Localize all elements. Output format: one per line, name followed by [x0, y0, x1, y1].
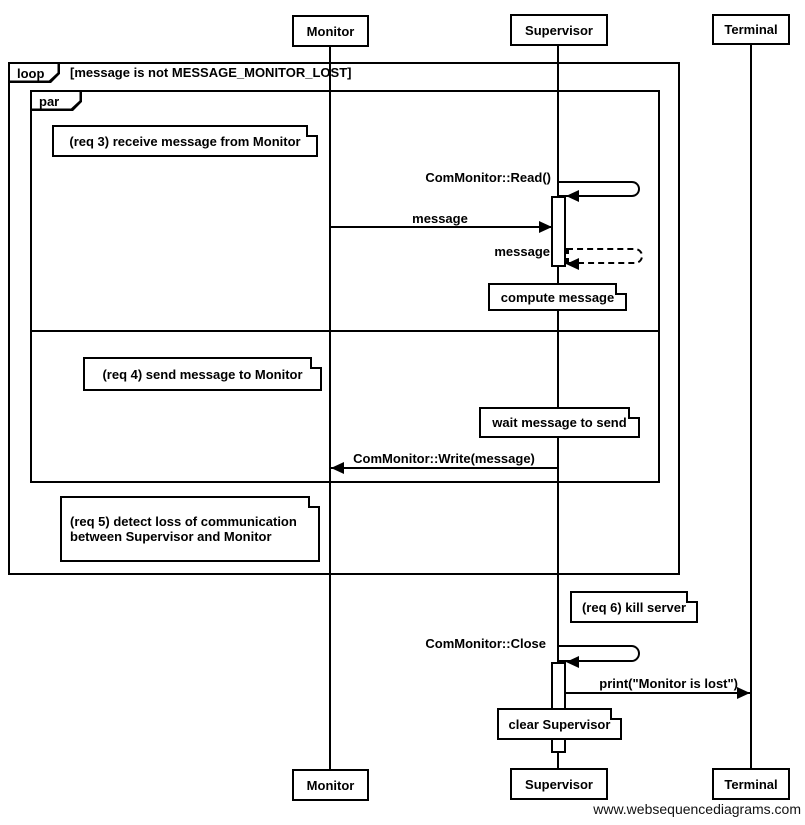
note-fold-icon: [310, 357, 322, 369]
note-wait-text: wait message to send: [492, 415, 627, 430]
read-selfcall-loop: [557, 181, 640, 197]
participant-supervisor-top-label: Supervisor: [525, 22, 593, 38]
note-req4: (req 4) send message to Monitor: [83, 357, 322, 391]
message-return-arrowhead: [566, 258, 579, 270]
print-label: print("Monitor is lost"): [599, 676, 738, 691]
note-fold-icon: [308, 496, 320, 508]
close-return-arrowhead: [566, 656, 579, 668]
print-line: [566, 692, 750, 694]
participant-terminal-bottom-label: Terminal: [724, 776, 778, 792]
participant-terminal-top: Terminal: [712, 14, 790, 45]
participant-monitor-bottom-label: Monitor: [306, 777, 355, 793]
close-selfcall-loop: [557, 645, 640, 662]
print-arrowhead: [737, 687, 750, 699]
note-req3-text: (req 3) receive message from Monitor: [69, 133, 301, 149]
note-fold-icon: [306, 125, 318, 137]
write-label: ComMonitor::Write(message): [353, 451, 535, 466]
note-req5: (req 5) detect loss of communication bet…: [60, 496, 320, 562]
message-return-selfcall-loop: [566, 248, 643, 264]
par-section-divider: [32, 330, 658, 332]
note-fold-icon: [686, 591, 698, 603]
loop-fragment-tab: loop: [10, 64, 60, 83]
note-req4-text: (req 4) send message to Monitor: [102, 366, 303, 382]
par-tab-fill: [32, 92, 80, 109]
note-req6: (req 6) kill server: [570, 591, 698, 623]
loop-fragment: [8, 62, 680, 575]
loop-tab-fill: [10, 64, 58, 81]
watermark: www.websequencediagrams.com: [593, 801, 801, 817]
note-req3: (req 3) receive message from Monitor: [52, 125, 318, 157]
terminal-lifeline: [750, 45, 752, 768]
close-selfcall-label: ComMonitor::Close: [425, 636, 546, 651]
note-clear-text: clear Supervisor: [508, 716, 611, 732]
par-fragment: [30, 90, 660, 483]
participant-supervisor-bottom: Supervisor: [510, 768, 608, 800]
message-in-label: message: [412, 211, 468, 226]
participant-terminal-bottom: Terminal: [712, 768, 790, 800]
note-req5-text: (req 5) detect loss of communication bet…: [70, 514, 297, 544]
note-req6-text: (req 6) kill server: [581, 599, 687, 615]
par-label: par: [39, 94, 60, 109]
note-fold-icon: [615, 283, 627, 295]
write-arrowhead: [331, 462, 344, 474]
participant-terminal-top-label: Terminal: [724, 22, 778, 37]
message-return-label: message: [494, 244, 550, 259]
note-compute: compute message: [488, 283, 627, 311]
participant-monitor-top: Monitor: [292, 15, 369, 47]
note-clear: clear Supervisor: [497, 708, 622, 740]
loop-label: loop: [17, 66, 45, 81]
monitor-lifeline: [329, 47, 331, 769]
read-return-arrowhead: [566, 190, 579, 202]
note-wait: wait message to send: [479, 407, 640, 438]
participant-monitor-bottom: Monitor: [292, 769, 369, 801]
par-fragment-tab: par: [32, 92, 82, 111]
participant-supervisor-bottom-label: Supervisor: [525, 776, 593, 792]
note-fold-icon: [628, 407, 640, 419]
read-selfcall-label: ComMonitor::Read(): [425, 170, 551, 185]
note-fold-icon: [610, 708, 622, 720]
participant-monitor-top-label: Monitor: [306, 23, 355, 39]
loop-guard-text: [message is not MESSAGE_MONITOR_LOST]: [70, 65, 352, 80]
note-compute-text: compute message: [500, 289, 615, 305]
participant-supervisor-top: Supervisor: [510, 14, 608, 46]
supervisor-activation-1: [551, 196, 566, 267]
write-line: [331, 467, 558, 469]
message-in-line: [330, 226, 551, 228]
message-in-arrowhead: [539, 221, 552, 233]
